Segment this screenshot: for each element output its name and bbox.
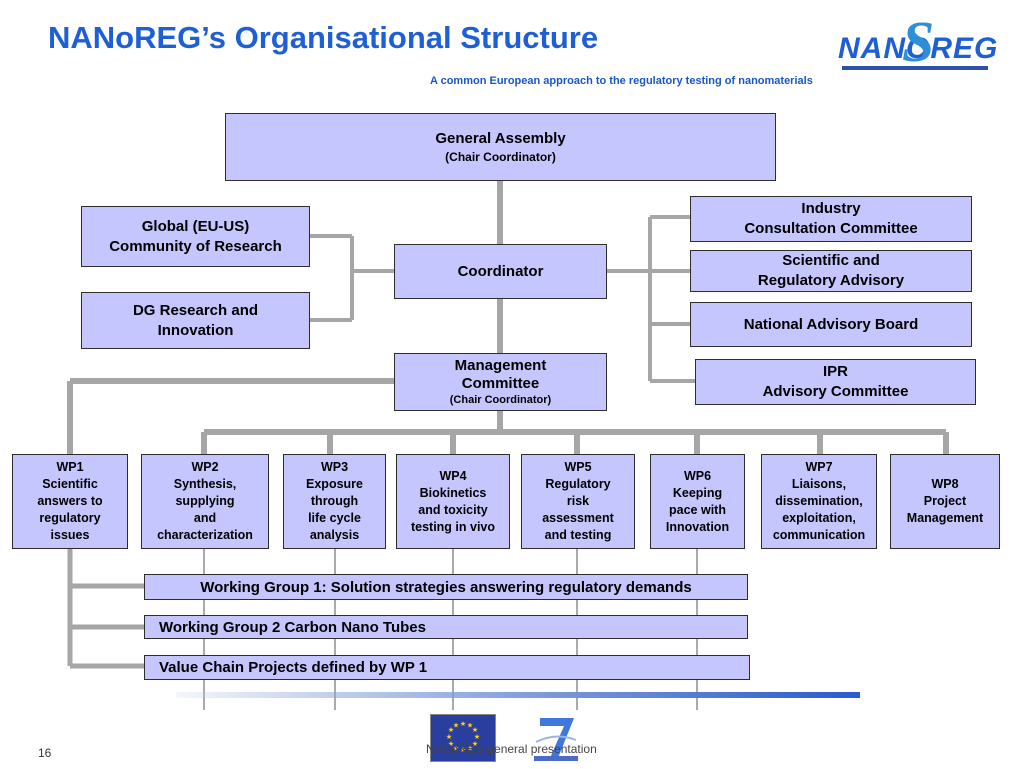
scientific-advisory-line2: Regulatory Advisory: [757, 272, 905, 289]
scientific-advisory-line1: Scientific and: [782, 252, 880, 269]
svg-text:★: ★: [467, 722, 473, 730]
wp4-line: and toxicity: [418, 502, 488, 517]
page-subtitle: A common European approach to the regula…: [430, 75, 813, 87]
wp6-line: Innovation: [665, 519, 730, 534]
footer-presentation-text: NANoREG general presentation: [426, 742, 597, 756]
svg-text:★: ★: [472, 726, 478, 734]
wp1-line: regulatory: [39, 511, 101, 525]
wp5-line: risk: [566, 494, 590, 508]
svg-text:★: ★: [448, 726, 454, 734]
eu-flag-logo: ★★★ ★★★ ★★★ ★★★: [430, 714, 496, 762]
wp6-line: pace with: [669, 502, 726, 517]
general-assembly-chair: (Chair Coordinator): [445, 150, 556, 164]
svg-text:★: ★: [472, 740, 478, 748]
wp4-line: WP4: [439, 468, 467, 483]
wp6-line: WP6: [683, 468, 712, 483]
wp3-line: Exposure: [306, 477, 363, 491]
wp2-line: WP2: [191, 460, 219, 474]
industry-committee-line1: Industry: [801, 200, 861, 217]
wp4-line: testing in vivo: [410, 519, 496, 534]
page-title: NANoREG’s Organisational Structure: [48, 20, 599, 55]
ipr-committee-line2: Advisory Committee: [762, 383, 909, 400]
wp7-line: Liaisons,: [791, 477, 847, 491]
dg-research-line1: DG Research and: [132, 301, 259, 319]
global-community-box: Global (EU-US) Community of Research: [81, 206, 310, 267]
management-committee-line2: Committee: [461, 375, 540, 392]
svg-text:★: ★: [453, 722, 459, 730]
industry-committee-box: Industry Consultation Committee: [690, 196, 972, 242]
nanoreg-logo: NANOREG S: [838, 8, 997, 76]
dg-research-line2: Innovation: [157, 321, 234, 339]
working-group-2-box: Working Group 2 Carbon Nano Tubes: [144, 615, 748, 639]
wp1-line: WP1: [56, 460, 84, 474]
wp1-line: issues: [50, 528, 90, 542]
svg-text:★: ★: [448, 740, 454, 748]
value-chain-projects-box: Value Chain Projects defined by WP 1: [144, 655, 750, 680]
wp8-line: WP8: [931, 477, 959, 491]
wp6-line: Keeping: [672, 485, 723, 500]
wp7-line: communication: [772, 528, 866, 542]
fp7-seven-icon: [534, 718, 578, 761]
svg-text:★: ★: [467, 745, 473, 753]
wp5-line: Regulatory: [545, 477, 611, 491]
wp8-line: Management: [906, 511, 984, 525]
coordinator-label: Coordinator: [457, 262, 544, 280]
wp1-box: WP1 Scientific answers to regulatory iss…: [12, 454, 128, 549]
wp7-line: WP7: [805, 460, 833, 474]
national-board-label: National Advisory Board: [743, 315, 919, 333]
management-committee-box: Management Committee (Chair Coordinator): [394, 353, 607, 411]
wp7-line: dissemination,: [775, 494, 863, 508]
wp6-box: WP6 Keeping pace with Innovation: [650, 454, 745, 549]
wp5-line: and testing: [544, 528, 612, 542]
nanoreg-logo-underline: [842, 66, 988, 70]
global-community-line2: Community of Research: [109, 237, 282, 255]
footer-accent-line: [176, 692, 860, 698]
wp2-line: and: [193, 511, 217, 525]
working-group-1-box: Working Group 1: Solution strategies ans…: [144, 574, 748, 600]
wp1-line: answers to: [37, 494, 103, 508]
page-number: 16: [38, 746, 52, 760]
svg-text:★: ★: [453, 745, 459, 753]
general-assembly-box: General Assembly (Chair Coordinator): [225, 113, 776, 181]
svg-text:★: ★: [460, 720, 466, 728]
wp7-box: WP7 Liaisons, dissemination, exploitatio…: [761, 454, 877, 549]
industry-committee-line2: Consultation Committee: [744, 220, 918, 237]
general-assembly-label: General Assembly: [435, 130, 566, 147]
scientific-advisory-box: Scientific and Regulatory Advisory: [690, 250, 972, 292]
wp8-box: WP8 Project Management: [890, 454, 1000, 549]
wp2-line: Synthesis,: [173, 477, 237, 491]
wp7-line: exploitation,: [782, 511, 856, 525]
ipr-committee-box: IPR Advisory Committee: [695, 359, 976, 405]
wp8-line: Project: [923, 494, 967, 508]
ipr-committee-line1: IPR: [822, 363, 848, 380]
management-committee-line1: Management: [454, 357, 547, 374]
national-board-box: National Advisory Board: [690, 302, 972, 347]
nanoreg-logo-s-mark: S: [902, 9, 935, 74]
management-committee-chair: (Chair Coordinator): [449, 394, 552, 406]
nanoreg-logo-text: NANOREG: [838, 32, 999, 65]
wp5-line: WP5: [564, 460, 592, 474]
wp3-line: analysis: [309, 528, 360, 542]
svg-text:★: ★: [446, 733, 452, 741]
wp3-line: life cycle: [308, 511, 361, 525]
fp7-programme-logo: [528, 712, 584, 764]
wp5-line: assessment: [542, 511, 614, 525]
wp1-line: Scientific: [42, 477, 98, 491]
wp5-box: WP5 Regulatory risk assessment and testi…: [521, 454, 635, 549]
wp2-box: WP2 Synthesis, supplying and characteriz…: [141, 454, 269, 549]
wp3-line: WP3: [320, 460, 349, 474]
wp4-box: WP4 Biokinetics and toxicity testing in …: [396, 454, 510, 549]
svg-text:★: ★: [460, 746, 466, 754]
coordinator-box: Coordinator: [394, 244, 607, 299]
wp4-line: Biokinetics: [419, 485, 487, 500]
eu-stars-icon: ★★★ ★★★ ★★★ ★★★: [446, 720, 480, 754]
global-community-line1: Global (EU-US): [141, 217, 250, 235]
wp2-line: characterization: [157, 528, 253, 542]
wp2-line: supplying: [175, 494, 235, 508]
wp3-line: through: [310, 494, 359, 508]
svg-text:★: ★: [474, 733, 480, 741]
wp3-box: WP3 Exposure through life cycle analysis: [283, 454, 386, 549]
dg-research-box: DG Research and Innovation: [81, 292, 310, 349]
